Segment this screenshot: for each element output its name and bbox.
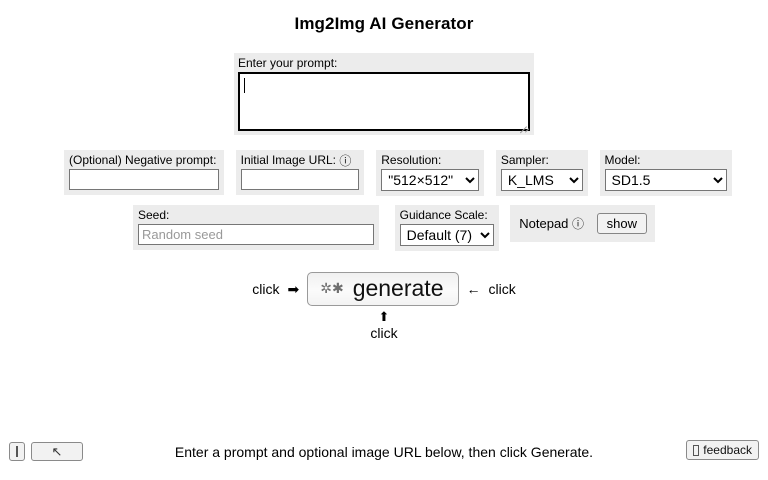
options-row-secondary: Seed: Guidance Scale: Default (7) Notepa… bbox=[133, 205, 656, 251]
field-sampler: Sampler: K_LMS bbox=[495, 150, 588, 196]
hint-click-below: click bbox=[370, 325, 398, 342]
arrow-up-icon: ⬆ bbox=[378, 309, 390, 325]
cursor-arrow-button[interactable]: ↖ bbox=[31, 442, 83, 461]
feedback-button[interactable]: feedback bbox=[686, 440, 759, 460]
model-select[interactable]: SD1.5 bbox=[604, 169, 727, 191]
seed-input[interactable] bbox=[138, 224, 374, 245]
generate-button[interactable]: ✲✱ generate bbox=[307, 272, 459, 307]
generate-section: click ➡ ✲✱ generate ← click ⬆ click bbox=[0, 272, 768, 341]
missing-glyph-button[interactable] bbox=[9, 442, 25, 461]
status-bar-left-controls: ↖ bbox=[9, 442, 83, 461]
sparkles-icon: ✲✱ bbox=[320, 280, 344, 297]
seed-label: Seed: bbox=[138, 208, 170, 222]
field-resolution: Resolution: "512×512" bbox=[376, 150, 485, 196]
options-row-primary: (Optional) Negative prompt: Initial Imag… bbox=[64, 150, 732, 196]
prompt-label: Enter your prompt: bbox=[238, 56, 338, 70]
status-bar: ↖ Enter a prompt and optional image URL … bbox=[0, 438, 768, 480]
prompt-panel: Enter your prompt: bbox=[234, 53, 534, 135]
info-circle-icon[interactable]: ⓘ bbox=[572, 216, 585, 231]
arrow-left-icon: ← bbox=[466, 281, 481, 298]
field-negative-prompt: (Optional) Negative prompt: bbox=[64, 150, 224, 195]
sampler-label: Sampler: bbox=[500, 153, 549, 167]
arrow-right-icon: ➡ bbox=[287, 281, 300, 298]
guidance-scale-label: Guidance Scale: bbox=[399, 208, 488, 222]
page-title: Img2Img AI Generator bbox=[294, 14, 474, 33]
sampler-select[interactable]: K_LMS bbox=[500, 169, 583, 191]
resolution-select[interactable]: "512×512" bbox=[381, 169, 480, 191]
guidance-scale-select[interactable]: Default (7) bbox=[399, 224, 494, 246]
generate-button-label: generate bbox=[352, 275, 444, 301]
field-model: Model: SD1.5 bbox=[599, 150, 732, 196]
generate-below-annotation: ⬆ click bbox=[0, 309, 768, 342]
prompt-textarea[interactable] bbox=[238, 72, 530, 134]
status-message: Enter a prompt and optional image URL be… bbox=[174, 444, 594, 460]
field-seed: Seed: bbox=[133, 205, 379, 250]
text-caret bbox=[244, 78, 245, 93]
missing-glyph-icon bbox=[693, 444, 700, 456]
notepad-show-button[interactable]: show bbox=[596, 213, 648, 234]
resolution-label: Resolution: bbox=[381, 153, 442, 167]
negative-prompt-input[interactable] bbox=[69, 169, 219, 190]
feedback-button-label: feedback bbox=[703, 443, 752, 457]
image-url-label: Initial Image URL: ⓘ bbox=[241, 153, 359, 167]
missing-glyph-icon bbox=[16, 446, 18, 457]
model-label: Model: bbox=[604, 153, 641, 167]
notepad-label: Notepad bbox=[519, 216, 569, 231]
hint-click-right: click bbox=[488, 281, 516, 298]
field-notepad: Notepad ⓘ show bbox=[510, 205, 656, 242]
negative-prompt-label: (Optional) Negative prompt: bbox=[69, 153, 217, 167]
image-url-label-text: Initial Image URL: bbox=[240, 153, 336, 167]
info-circle-icon[interactable]: ⓘ bbox=[339, 154, 352, 168]
image-url-input[interactable] bbox=[240, 169, 359, 190]
field-image-url: Initial Image URL: ⓘ bbox=[235, 150, 364, 195]
field-guidance-scale: Guidance Scale: Default (7) bbox=[394, 205, 499, 251]
resize-handle-icon[interactable] bbox=[518, 119, 530, 134]
hint-click-left: click bbox=[252, 281, 280, 298]
generate-row: click ➡ ✲✱ generate ← click bbox=[0, 272, 768, 307]
